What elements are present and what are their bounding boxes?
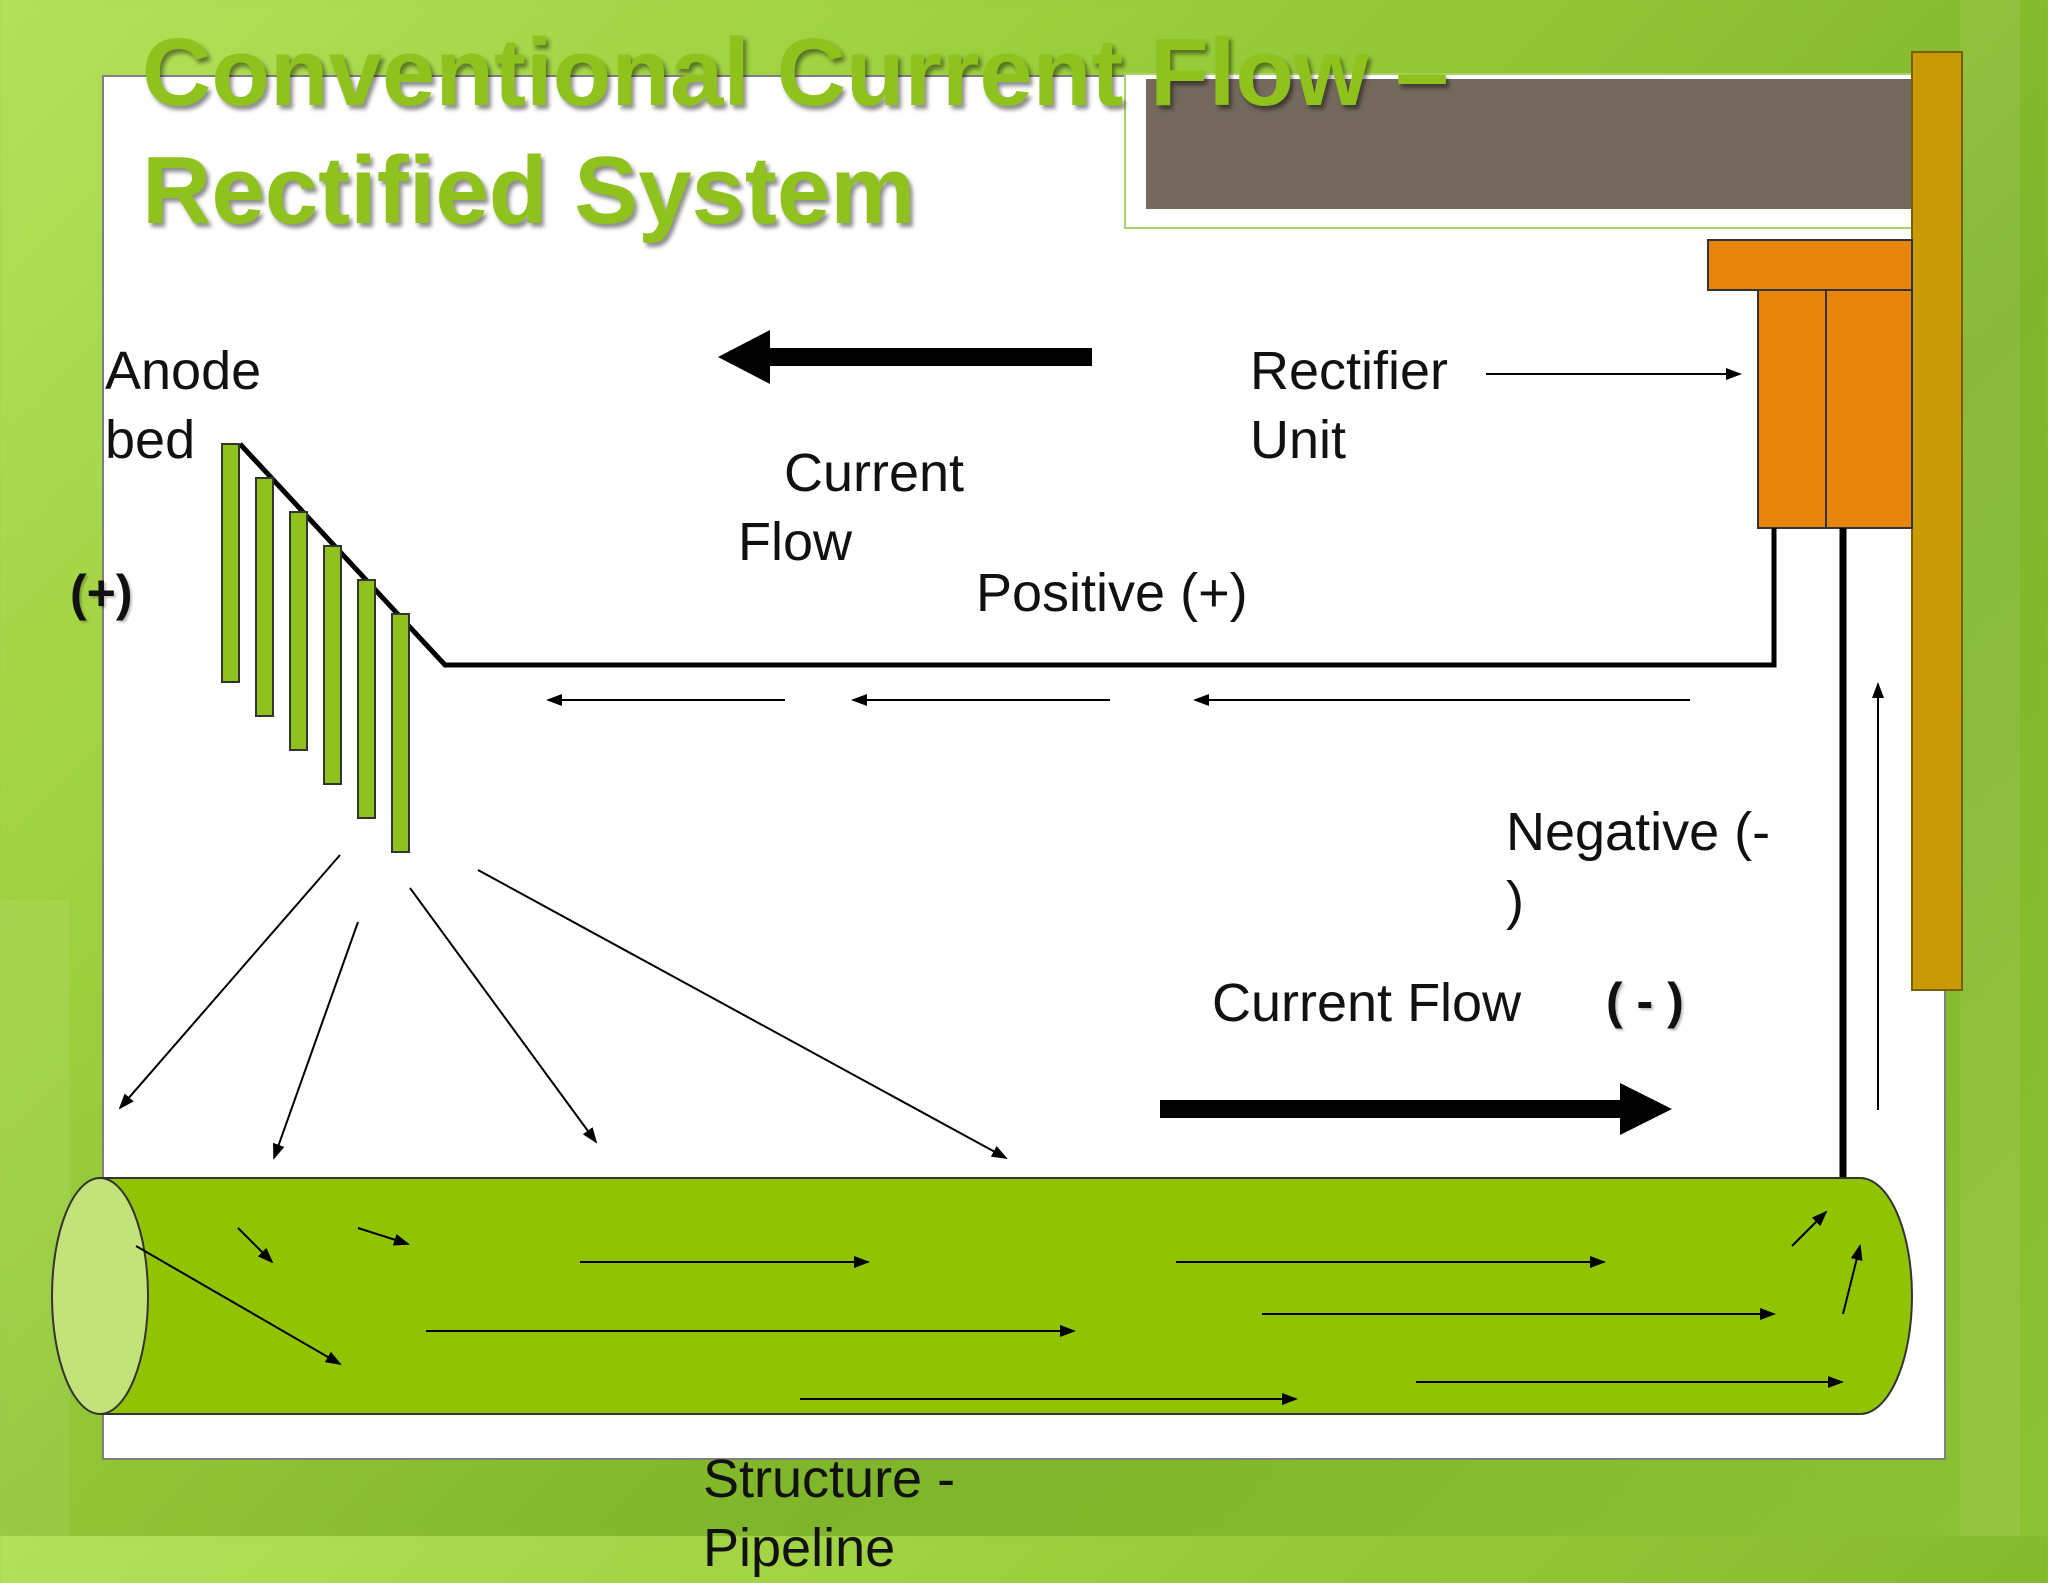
slide-title-line-1: Conventional Current Flow – [142, 19, 1449, 126]
background-stripe [1960, 0, 2020, 1536]
pipe-current-arrow [357, 1227, 410, 1246]
slide-title-line-2: Rectified System [142, 137, 916, 244]
anode-label-line-1: Anode [105, 341, 262, 401]
anode-rod [289, 511, 308, 751]
big-arrow-right [1160, 1083, 1672, 1135]
pipe-current-arrow [1842, 1244, 1863, 1315]
anode-rod [221, 443, 240, 683]
rectifier-label-line-2: Unit [1250, 410, 1347, 470]
background-stripe [0, 900, 70, 1536]
anode-bed-rods [221, 443, 410, 853]
rectifier-body-right [1825, 289, 1913, 529]
negative-label-line-2: ) [1506, 871, 1524, 931]
negative-polarity-label: ( - ) [1606, 973, 1684, 1029]
current-flow-bottom-label: Current Flow [1212, 973, 1522, 1033]
title-tab-box [1124, 73, 1950, 229]
pipe-current-arrow [237, 1227, 274, 1264]
rectifier-unit [1707, 239, 1913, 529]
ground-post [1911, 51, 1963, 991]
soil-current-arrow [118, 854, 341, 1110]
big-arrow-left [718, 330, 1092, 384]
current-flow-top-line-1: Current [784, 443, 965, 503]
soil-current-arrow [477, 869, 1008, 1159]
positive-label: Positive (+) [976, 563, 1248, 623]
anode-rod [357, 579, 376, 819]
anode-rod [255, 477, 274, 717]
soil-current-arrow [273, 921, 359, 1160]
slide-title: Conventional Current Flow – Rectified Sy… [142, 14, 1449, 250]
pipeline-end [51, 1177, 149, 1415]
pipe-current-arrow [135, 1245, 342, 1366]
rectifier-label-line-1: Rectifier [1250, 341, 1449, 401]
current-flow-diagram [51, 51, 1963, 1415]
rectifier-top [1707, 239, 1913, 291]
anode-rod [391, 613, 410, 853]
rectifier-body-left [1757, 289, 1827, 529]
pipe-current-arrow [1791, 1210, 1828, 1247]
current-flow-top-line-2: Flow [738, 512, 853, 572]
positive-wire [238, 442, 1777, 668]
anode-label-line-2: bed [105, 410, 196, 470]
negative-label-line-1: Negative (- [1506, 802, 1771, 862]
structure-label-line-2: Pipeline [703, 1518, 896, 1578]
soil-current-arrow [409, 887, 598, 1144]
pipeline [51, 1177, 1913, 1415]
anode-rod [323, 545, 342, 785]
structure-label-line-1: Structure - [703, 1449, 956, 1509]
title-tab-fill [1146, 79, 1928, 209]
pipeline-body [99, 1177, 1913, 1415]
anode-polarity-label: (+) [70, 565, 133, 621]
